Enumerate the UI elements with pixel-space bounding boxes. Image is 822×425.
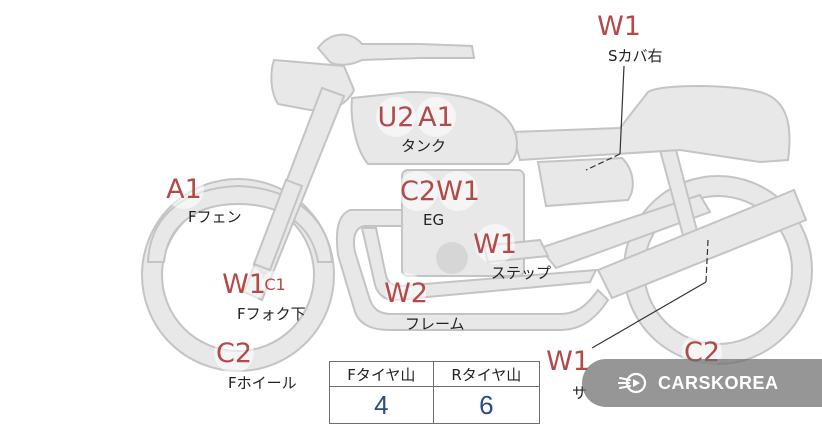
damage-code-badge: C2	[398, 171, 438, 211]
damage-code-badge: W1	[222, 264, 266, 304]
damage-code-badge: A1	[164, 169, 204, 209]
swingarm-shape	[538, 193, 712, 270]
seat-shape	[510, 85, 791, 164]
s-cover-leader-line	[619, 65, 625, 155]
tire-tread-table: Fタイヤ山 Rタイヤ山 4 6	[329, 361, 541, 424]
damage-code-badge: C2	[214, 333, 254, 373]
r-tire-tread-value: 6	[432, 386, 541, 424]
step-label: ステップ	[491, 264, 552, 282]
engine-codes: C2 W1	[398, 171, 480, 211]
r-tire-tread-header: Rタイヤ山	[432, 361, 541, 387]
f-tire-tread-header: Fタイヤ山	[329, 361, 434, 387]
muffler-shape	[596, 188, 808, 300]
engine-label: EG	[423, 211, 445, 229]
f-tire-tread-value: 4	[329, 386, 434, 424]
tank-codes: U2 A1	[376, 97, 456, 137]
f-fender-label: Fフェン	[188, 208, 242, 226]
side-cover-shape	[536, 156, 634, 208]
frame-label: フレーム	[405, 315, 465, 333]
frame-codes: W2	[384, 273, 428, 313]
carskorea-logo-icon	[618, 372, 647, 394]
f-fork-lower-codes: W1 C1	[222, 264, 288, 304]
carskorea-watermark: CARSKOREA	[582, 359, 822, 407]
damage-code-badge: W1	[546, 341, 590, 381]
f-fender-codes: A1	[164, 169, 204, 209]
damage-code-badge: A1	[416, 97, 456, 137]
damage-code-badge: U2	[376, 97, 416, 137]
frame-loop-shape	[335, 209, 610, 331]
damage-code-badge: W1	[436, 171, 480, 211]
damage-code-badge: C1	[262, 271, 288, 297]
damage-code-badge: W1	[473, 224, 517, 264]
f-wheel-label: Fホイール	[228, 374, 297, 392]
damage-code-badge: W2	[384, 273, 428, 313]
f-wheel-codes: C2	[214, 333, 254, 373]
s-cover-right-label: Sカバ右	[608, 47, 663, 65]
watermark-text: CARSKOREA	[658, 372, 779, 393]
muffler-leader-line	[705, 239, 709, 283]
tank-label: タンク	[401, 137, 447, 155]
damage-code-badge: W1	[597, 6, 641, 46]
step-codes: W1	[473, 224, 517, 264]
muffler-codes: W1	[546, 341, 590, 381]
f-fork-lower-label: Fフォク下	[237, 305, 306, 323]
s-cover-right-codes: W1	[597, 6, 641, 46]
handlebar-shape	[316, 33, 476, 66]
